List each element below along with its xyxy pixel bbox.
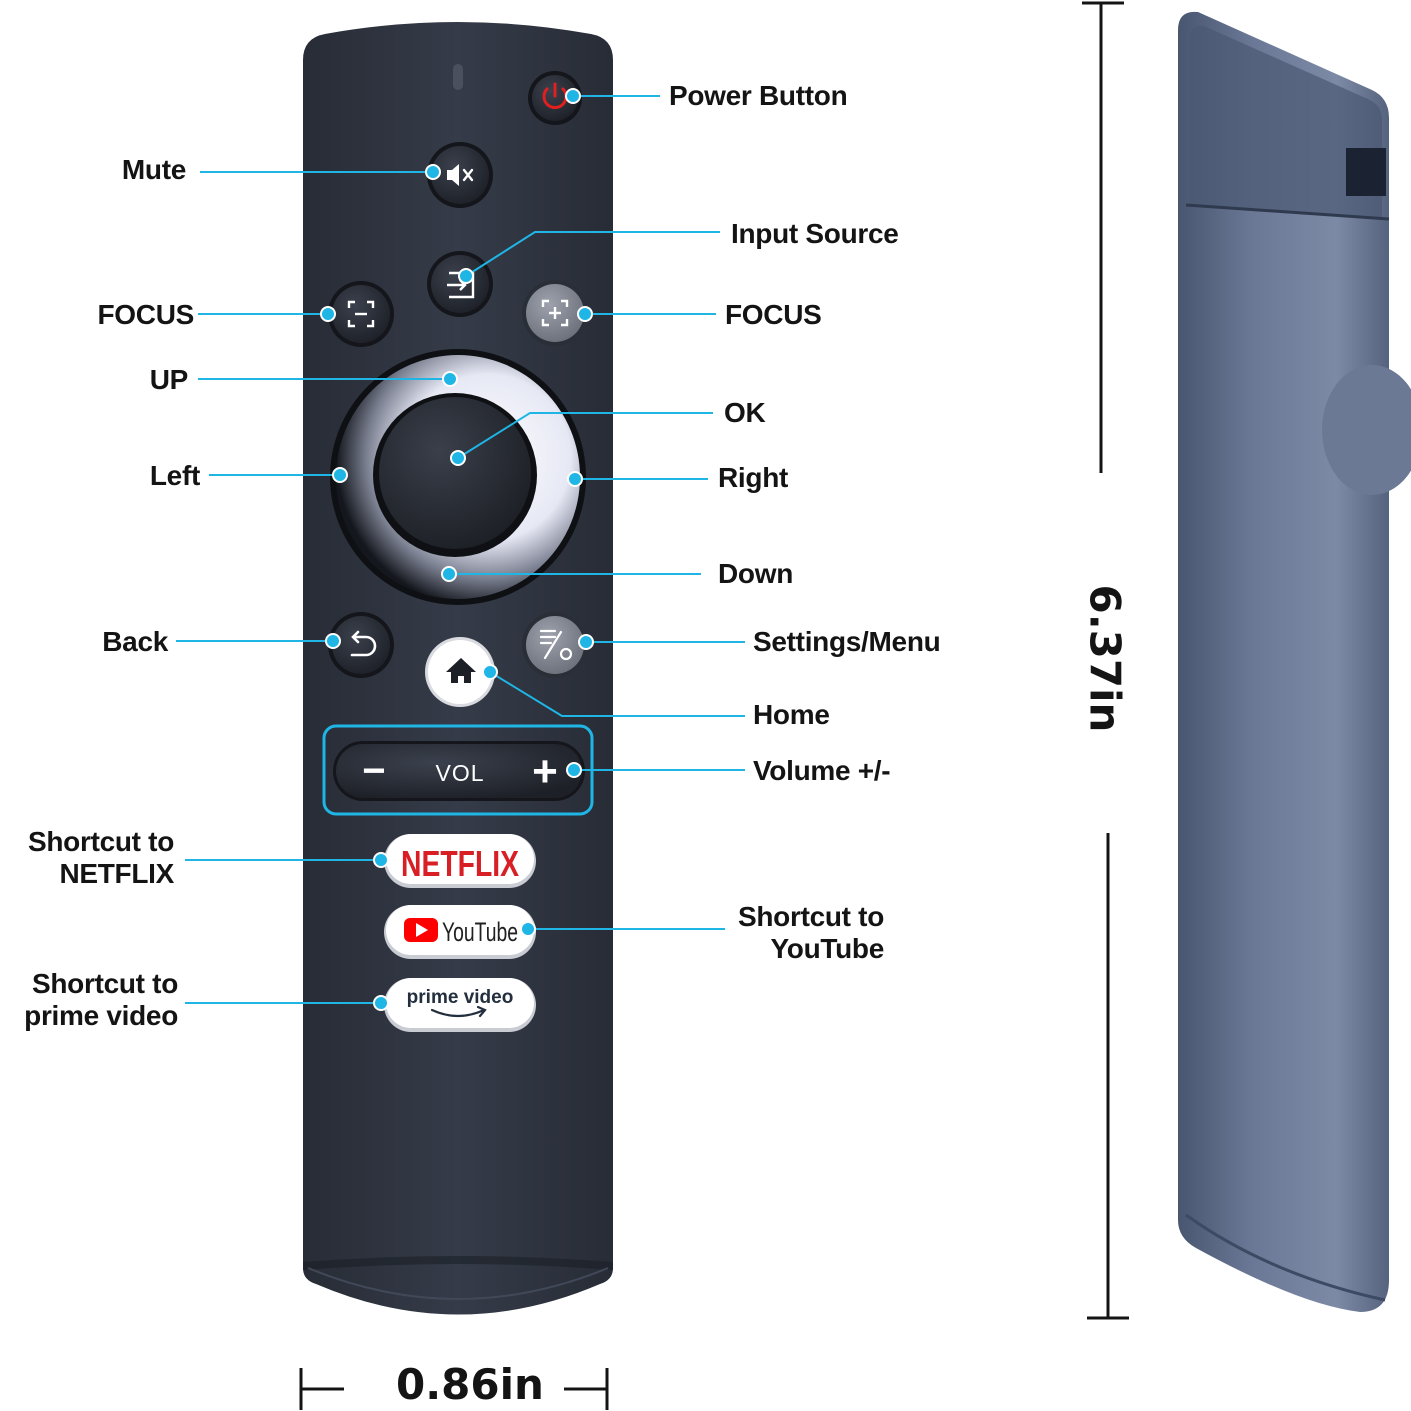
label-mute: Mute [121, 154, 186, 185]
volume-rocker[interactable]: − VOL + [322, 724, 594, 816]
prime-video-logo: prime video [407, 987, 514, 1008]
label-right: Right [718, 462, 789, 493]
height-dimension: 6.37in [1080, 584, 1130, 733]
ok-button[interactable] [373, 393, 537, 557]
volume-text: VOL [435, 760, 484, 786]
focus-plus-button[interactable] [522, 280, 588, 346]
label-prime-line2: prime video [24, 1000, 178, 1031]
label-home: Home [753, 699, 830, 730]
settings-icon [539, 629, 573, 661]
home-icon [446, 658, 476, 683]
home-button[interactable] [425, 637, 495, 707]
width-dimension-lines [299, 1368, 609, 1410]
mute-button[interactable] [427, 142, 493, 208]
prime-video-button[interactable]: prime video [384, 978, 536, 1032]
label-youtube-line2: YouTube [770, 933, 884, 964]
label-focus-right: FOCUS [725, 299, 822, 330]
netflix-logo: NETFLIX [401, 843, 519, 884]
label-focus-left: FOCUS [97, 299, 194, 330]
callout-lines [176, 95, 745, 1004]
label-input-source: Input Source [731, 218, 899, 249]
label-up: UP [149, 364, 189, 395]
label-power-button: Power Button [669, 80, 848, 111]
side-bump [1322, 365, 1411, 495]
focus-minus-icon [347, 300, 375, 328]
label-prime-line1: Shortcut to [31, 968, 178, 999]
label-ok: OK [724, 397, 766, 428]
width-dimension: 0.86in [396, 1360, 544, 1409]
height-dimension-lines [1082, 1, 1129, 1320]
mute-icon [447, 164, 474, 186]
label-netflix-shortcut: Shortcut to NETFLIX [10, 826, 174, 890]
label-youtube-line1: Shortcut to [737, 901, 884, 932]
label-youtube-shortcut: Shortcut to YouTube [720, 901, 884, 965]
prime-smile-icon [430, 1005, 487, 1018]
input-source-button[interactable] [427, 251, 493, 317]
label-netflix-line2: NETFLIX [59, 858, 174, 889]
youtube-logo: YouTube [442, 917, 518, 947]
back-button[interactable] [328, 612, 394, 678]
remote-side-view [1178, 11, 1411, 1312]
label-down: Down [718, 558, 794, 589]
focus-minus-button[interactable] [328, 281, 394, 347]
label-left: Left [149, 460, 200, 491]
label-settings-menu: Settings/Menu [753, 626, 941, 657]
focus-plus-icon [541, 299, 569, 327]
back-icon [350, 630, 377, 657]
settings-button[interactable] [522, 612, 588, 678]
label-netflix-line1: Shortcut to [27, 826, 174, 857]
power-button[interactable] [528, 71, 582, 125]
microphone-hole [453, 64, 463, 90]
label-volume: Volume +/- [753, 755, 891, 786]
netflix-button[interactable]: NETFLIX [384, 834, 536, 888]
label-prime-shortcut: Shortcut to prime video [10, 968, 178, 1032]
side-port [1346, 148, 1386, 196]
youtube-button[interactable]: YouTube [384, 905, 536, 959]
label-back: Back [102, 626, 168, 657]
volume-minus-label: − [362, 749, 385, 793]
callout-dots [320, 88, 594, 1011]
volume-plus-label: + [532, 747, 558, 796]
